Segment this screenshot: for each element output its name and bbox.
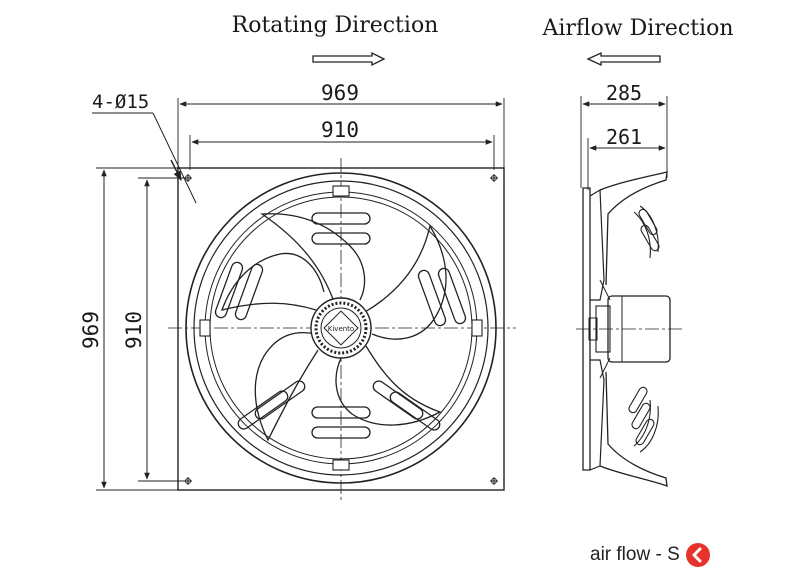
dim-depth-inner: 261 [606, 125, 642, 149]
hole-spec-label: 4-Ø15 [92, 91, 149, 113]
mounting-hole-icon [184, 174, 498, 485]
airflow-caption-text: air flow - S [590, 544, 680, 565]
rotating-arrow-icon [312, 51, 386, 67]
dim-height-outer: 969 [79, 311, 103, 349]
left-arrow-circle-icon [685, 543, 710, 567]
front-view: 969 910 969 910 4-Ø15 [79, 81, 516, 500]
side-view: 285 261 [576, 81, 682, 487]
hub-brand-text: Kivento [328, 325, 354, 333]
airflow-arrow-icon [586, 51, 661, 67]
dim-height-inner: 910 [122, 311, 146, 349]
airflow-caption: air flow - S [590, 540, 710, 570]
fan-blades [220, 213, 447, 442]
airflow-direction-label: Airflow Direction [541, 16, 733, 41]
rotating-direction-label: Rotating Direction [232, 13, 439, 38]
dim-width-outer: 969 [321, 81, 359, 105]
dim-depth-outer: 285 [606, 81, 642, 105]
dim-width-inner: 910 [321, 118, 359, 142]
